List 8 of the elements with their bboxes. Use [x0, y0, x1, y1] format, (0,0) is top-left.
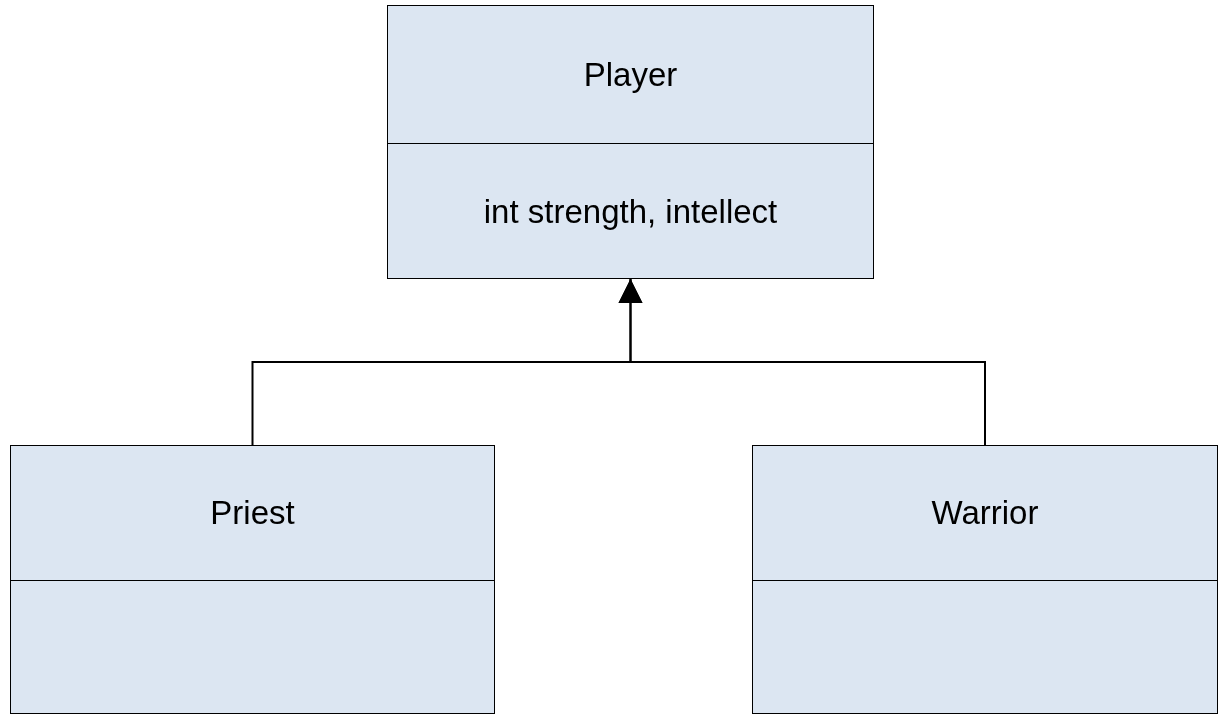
class-attributes: int strength, intellect: [483, 193, 778, 231]
inheritance-arrow: [618, 278, 986, 446]
class-name: Warrior: [931, 494, 1039, 532]
class-box: [752, 445, 1218, 714]
class-box: [10, 445, 495, 714]
class-name: Priest: [210, 494, 295, 532]
class-box: [387, 5, 874, 279]
class-name: Player: [583, 55, 678, 94]
